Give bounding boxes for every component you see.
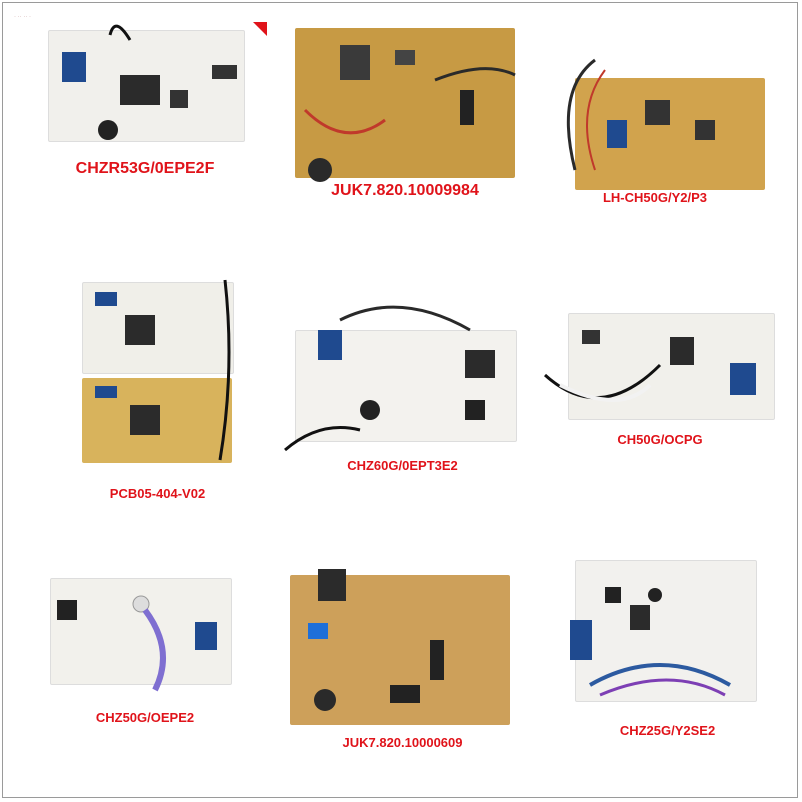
pcb-components (566, 58, 715, 171)
header-text: · ·· ·· · (14, 14, 31, 20)
product-cell-9: CHZ25G/Y2SE2 (560, 545, 775, 745)
product-label: PCB05-404-V02 (109, 486, 206, 501)
product-label: CHZR53G/0EPE2F (75, 160, 215, 177)
product-cell-6: CH50G/OCPG (540, 305, 780, 470)
product-label: CH50G/OCPG (617, 432, 703, 447)
product-cell-1: CHZR53G/0EPE2F (40, 20, 250, 190)
product-label: CHZ50G/OEPE2 (95, 710, 195, 725)
product-cell-4: PCB05-404-V02 (70, 279, 245, 505)
product-label: JUK7.820.10000609 (342, 735, 463, 750)
pcb-components (308, 569, 444, 711)
product-cell-2: JUK7.820.10009984 (285, 20, 525, 200)
product-label: JUK7.820.10009984 (331, 182, 479, 199)
product-label: CHZ60G/0EPT3E2 (347, 458, 458, 473)
product-cell-8: JUK7.820.10000609 (280, 555, 525, 755)
corner-mark (253, 22, 267, 36)
pcb-board-image (48, 30, 245, 142)
pcb-components (95, 279, 231, 461)
pcb-components (57, 595, 217, 692)
pcb-board-image (575, 78, 765, 190)
pcb-components (543, 330, 756, 402)
product-label: LH-CH50G/Y2/P3 (602, 190, 708, 205)
pcb-components (570, 587, 731, 697)
pcb-components (62, 24, 237, 140)
product-cell-5: CHZ60G/0EPT3E2 (280, 300, 525, 480)
pcb-components (284, 305, 495, 452)
product-cell-3: LH-CH50G/Y2/P3 (535, 50, 775, 210)
product-cell-7: CHZ50G/OEPE2 (45, 560, 245, 730)
pcb-components (303, 45, 516, 182)
product-label: CHZ25G/Y2SE2 (619, 723, 716, 738)
